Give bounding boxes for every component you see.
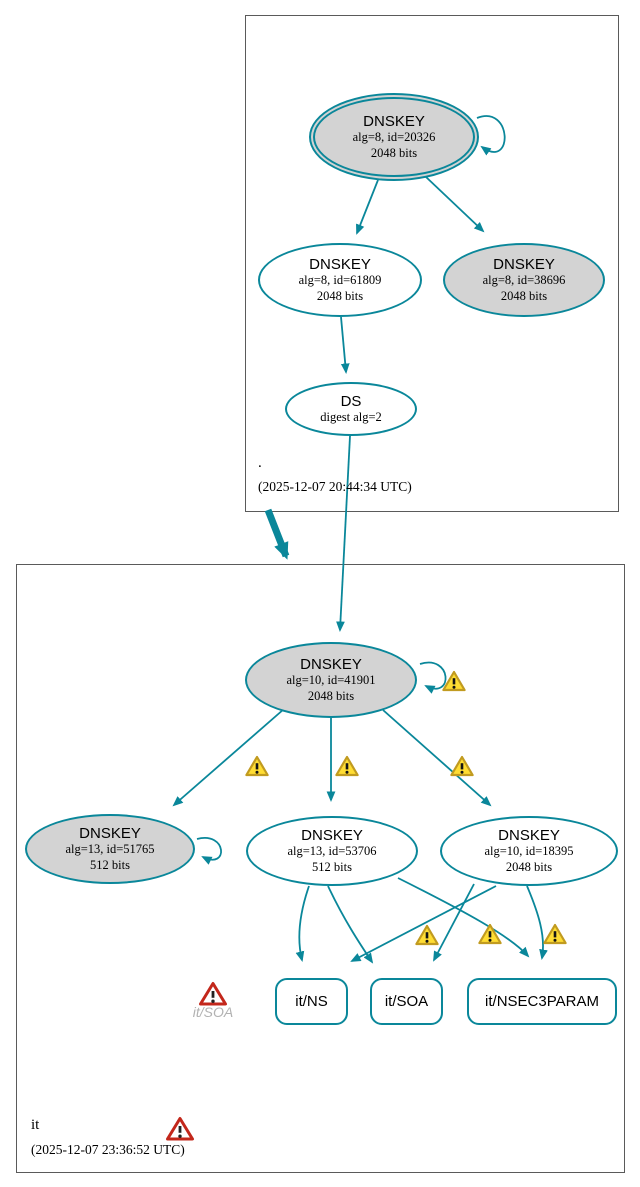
dnskey-bits: 2048 bits bbox=[505, 859, 553, 874]
dnskey-node-41901[interactable]: DNSKEY alg=10, id=41901 2048 bits bbox=[245, 642, 417, 718]
root-zone-timestamp: (2025-12-07 20:44:34 UTC) bbox=[258, 479, 412, 494]
dnskey-alg-id: alg=10, id=41901 bbox=[286, 673, 376, 688]
edge-53706-to-nsec3param bbox=[397, 877, 530, 958]
denied-rrset-it-soa: it/SOA bbox=[192, 1004, 234, 1020]
edge-18395-to-soa bbox=[433, 883, 475, 962]
edge-18395-to-nsec3param bbox=[526, 885, 548, 960]
edge-53706-to-ns bbox=[295, 885, 310, 962]
dnskey-alg-id: alg=8, id=61809 bbox=[298, 273, 382, 288]
dnskey-bits: 2048 bits bbox=[316, 288, 364, 303]
edge-51765-selfloop bbox=[196, 837, 222, 865]
warning-icon[interactable] bbox=[415, 924, 439, 946]
warning-icon[interactable] bbox=[450, 755, 474, 777]
dnskey-node-18395[interactable]: DNSKEY alg=10, id=18395 2048 bits bbox=[440, 816, 618, 886]
dnskey-bits: 2048 bits bbox=[370, 145, 418, 160]
ds-title: DS bbox=[340, 392, 362, 410]
ds-node[interactable]: DS digest alg=2 bbox=[285, 382, 417, 436]
edge-61809-to-ds bbox=[340, 316, 350, 374]
dnskey-bits: 512 bits bbox=[90, 857, 130, 872]
dnskey-title: DNSKEY bbox=[498, 827, 560, 845]
dnskey-title: DNSKEY bbox=[301, 827, 363, 845]
dnskey-alg-id: alg=8, id=38696 bbox=[482, 273, 566, 288]
dnskey-title: DNSKEY bbox=[363, 113, 425, 131]
it-zone-label: it bbox=[31, 1117, 40, 1133]
warning-icon[interactable] bbox=[245, 755, 269, 777]
dnskey-node-root-ksk[interactable]: DNSKEY alg=8, id=20326 2048 bits bbox=[309, 93, 479, 181]
warning-icon[interactable] bbox=[442, 670, 466, 692]
dnskey-bits: 2048 bits bbox=[307, 688, 355, 703]
edge-41901-to-18395 bbox=[382, 709, 492, 807]
rrset-label: it/NSEC3PARAM bbox=[485, 993, 599, 1010]
rrset-node-it-ns[interactable]: it/NS bbox=[275, 978, 348, 1025]
dnskey-node-38696[interactable]: DNSKEY alg=8, id=38696 2048 bits bbox=[443, 243, 605, 317]
dnskey-title: DNSKEY bbox=[79, 825, 141, 843]
warning-icon[interactable] bbox=[543, 923, 567, 945]
warning-icon[interactable] bbox=[478, 923, 502, 945]
dnskey-alg-id: alg=8, id=20326 bbox=[352, 130, 436, 145]
it-zone-cluster bbox=[16, 564, 625, 1173]
dnskey-alg-id: alg=13, id=53706 bbox=[287, 844, 377, 859]
root-zone-cluster bbox=[245, 15, 619, 512]
warning-icon[interactable] bbox=[335, 755, 359, 777]
dnskey-title: DNSKEY bbox=[300, 656, 362, 674]
rrset-node-it-nsec3param[interactable]: it/NSEC3PARAM bbox=[467, 978, 617, 1025]
dnskey-node-51765[interactable]: DNSKEY alg=13, id=51765 512 bits bbox=[25, 814, 195, 884]
rrset-label: it/NS bbox=[295, 993, 328, 1010]
edge-delegation-root-to-it bbox=[264, 508, 290, 560]
error-icon[interactable] bbox=[199, 982, 227, 1006]
rrset-node-it-soa[interactable]: it/SOA bbox=[370, 978, 443, 1025]
edge-53706-to-soa bbox=[327, 885, 374, 964]
dnskey-title: DNSKEY bbox=[493, 256, 555, 274]
ds-digest: digest alg=2 bbox=[320, 410, 382, 424]
dnskey-node-53706[interactable]: DNSKEY alg=13, id=53706 512 bits bbox=[246, 816, 418, 886]
edge-18395-to-ns bbox=[350, 885, 497, 962]
edge-root-ksk-to-38696 bbox=[425, 176, 485, 233]
edge-41901-to-51765 bbox=[172, 708, 285, 807]
dnskey-alg-id: alg=10, id=18395 bbox=[484, 844, 574, 859]
edge-ds-to-it-ksk bbox=[336, 435, 351, 632]
dnskey-node-61809[interactable]: DNSKEY alg=8, id=61809 2048 bits bbox=[258, 243, 422, 317]
root-zone-label: . bbox=[258, 455, 262, 471]
dnskey-bits: 2048 bits bbox=[500, 288, 548, 303]
edge-41901-selfloop bbox=[419, 661, 447, 694]
dnskey-title: DNSKEY bbox=[309, 256, 371, 274]
dnskey-bits: 512 bits bbox=[312, 859, 352, 874]
edge-root-ksk-selfloop bbox=[476, 115, 506, 156]
error-icon[interactable] bbox=[166, 1117, 194, 1141]
it-zone-timestamp: (2025-12-07 23:36:52 UTC) bbox=[31, 1142, 185, 1157]
dnskey-alg-id: alg=13, id=51765 bbox=[65, 842, 155, 857]
rrset-label: it/SOA bbox=[384, 993, 429, 1010]
edge-root-ksk-to-61809 bbox=[356, 179, 379, 235]
